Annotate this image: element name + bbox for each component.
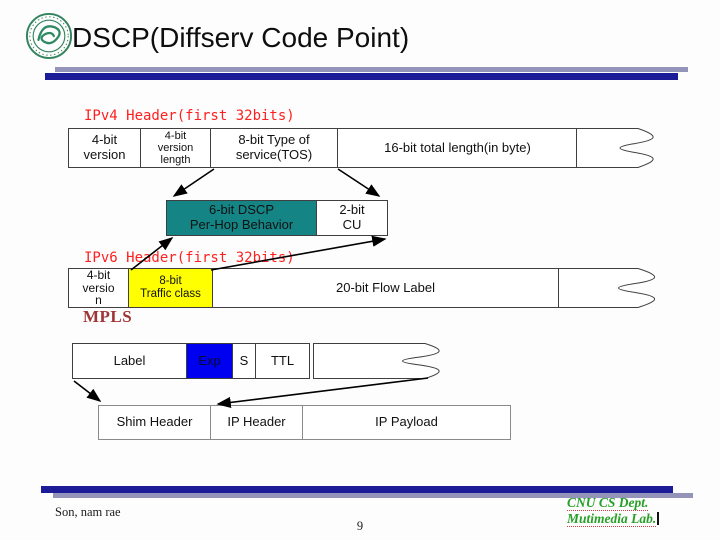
ipv6-flow-label-field: 20-bit Flow Label	[212, 268, 559, 308]
footer-dept: CNU CS Dept. Mutimedia Lab.	[567, 495, 660, 527]
ipv6-traffic-class-field: 8-bit Traffic class	[128, 268, 213, 308]
footer-divider-gray	[53, 493, 693, 498]
ipv4-section-label: IPv4 Header(first 32bits)	[84, 108, 295, 124]
ipv4-tos-field: 8-bit Type of service(TOS)	[210, 128, 338, 168]
mpls-s-field: S	[232, 343, 256, 379]
mpls-exp-field: Exp	[186, 343, 233, 379]
ipv6-section-label: IPv6 Header(first 32bits)	[84, 250, 295, 266]
text-caret	[657, 512, 660, 525]
ipv6-version-field: 4-bit versio n	[68, 268, 129, 308]
ipv4-version-length-field: 4-bit version length	[140, 128, 211, 168]
shim-header-field: Shim Header	[98, 405, 211, 440]
ipv4-version-field: 4-bit version	[68, 128, 141, 168]
footer-dept-line2: Mutimedia Lab.	[567, 511, 657, 527]
header-divider-gray	[55, 67, 688, 72]
ipv4-torn-edge-box	[576, 128, 654, 168]
footer-dept-line1: CNU CS Dept.	[567, 495, 649, 511]
mpls-label-field: Label	[72, 343, 187, 379]
slide-title: DSCP(Diffserv Code Point)	[72, 22, 410, 53]
ipv4-total-length-field: 16-bit total length(in byte)	[337, 128, 578, 168]
footer-author: Son, nam rae	[55, 505, 121, 519]
ip-header-field: IP Header	[210, 405, 303, 440]
mpls-section-label: MPLS	[83, 307, 133, 326]
mpls-ttl-field: TTL	[255, 343, 310, 379]
footer-divider-navy	[41, 486, 673, 493]
mpls-torn-edge-box	[313, 343, 440, 379]
header-divider-navy	[45, 73, 678, 80]
page-number: 9	[356, 519, 364, 533]
university-seal-icon	[25, 12, 73, 60]
ip-payload-field: IP Payload	[302, 405, 511, 440]
dscp-field: 6-bit DSCP Per-Hop Behavior	[166, 200, 317, 236]
ipv6-torn-edge-box	[558, 268, 655, 308]
cu-field: 2-bit CU	[316, 200, 388, 236]
